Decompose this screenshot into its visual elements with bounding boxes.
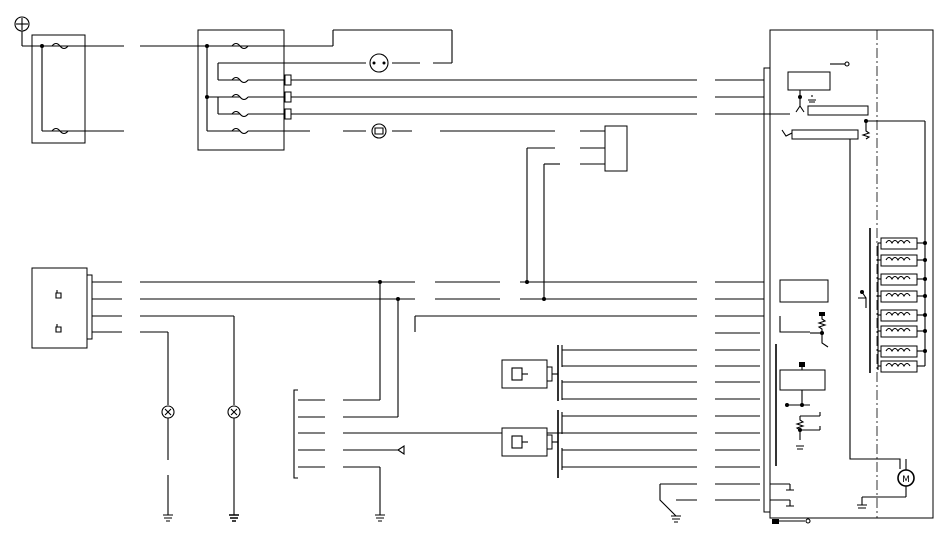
fuse-icon bbox=[231, 42, 249, 50]
ground-icon bbox=[671, 515, 681, 523]
control-unit: M bbox=[763, 29, 934, 524]
fuse-icon bbox=[231, 110, 249, 118]
lamp-1 bbox=[161, 332, 175, 522]
resistor-bank bbox=[858, 228, 927, 373]
switch-module-1 bbox=[501, 345, 697, 401]
connector-plug-1 bbox=[340, 53, 420, 73]
connector-plug-2 bbox=[371, 123, 387, 139]
bulb-icon bbox=[55, 290, 62, 299]
battery-positive-terminal bbox=[14, 16, 30, 46]
fuse-icon bbox=[51, 127, 69, 135]
switch-module-2 bbox=[501, 410, 697, 478]
harness-middle bbox=[140, 280, 780, 417]
fuse-icon bbox=[231, 127, 249, 135]
fuse-icon bbox=[51, 42, 69, 50]
fuse-icon bbox=[231, 76, 249, 84]
motor: M bbox=[857, 459, 915, 509]
relay-block bbox=[525, 125, 628, 301]
harness-lower-right bbox=[659, 332, 760, 523]
svg-text:M: M bbox=[902, 475, 910, 485]
bulb-icon bbox=[55, 324, 62, 333]
fuse-icon bbox=[231, 93, 249, 101]
ground-icon bbox=[229, 514, 239, 522]
lamp-2 bbox=[227, 316, 241, 522]
sensor-module bbox=[31, 267, 122, 349]
fuse-box-2 bbox=[140, 29, 453, 151]
ground-icon bbox=[375, 514, 385, 522]
harness-upper bbox=[290, 79, 800, 132]
connector-bracket bbox=[293, 389, 697, 522]
ground-icon bbox=[163, 514, 173, 522]
fuse-box-1 bbox=[22, 34, 124, 144]
